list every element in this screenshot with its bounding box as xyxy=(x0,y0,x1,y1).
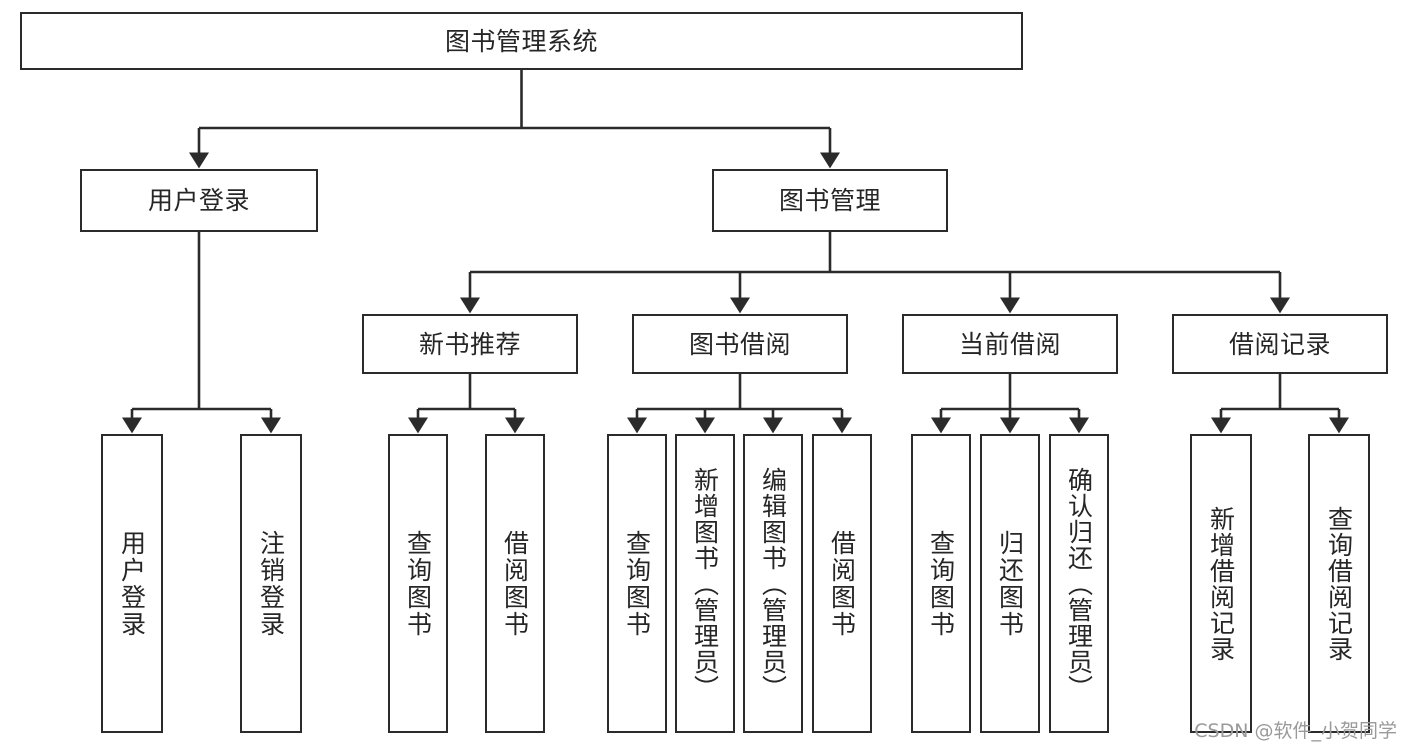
node-user-login-label: 用户登录 xyxy=(147,186,250,215)
node-cb-confirm-return[interactable]: 确认归还（管理员） xyxy=(1049,434,1109,733)
node-br-query-record[interactable]: 查询借阅记录 xyxy=(1308,434,1370,733)
node-cb-query-book-label: 查询图书 xyxy=(926,529,956,638)
node-borrow-record[interactable]: 借阅记录 xyxy=(1172,314,1388,374)
node-user-login-do[interactable]: 用户登录 xyxy=(101,434,163,733)
node-br-add-record-label: 新增借阅记录 xyxy=(1206,505,1236,662)
node-bb-add-book[interactable]: 新增图书（管理员） xyxy=(675,434,735,733)
node-bb-borrow-book-label: 借阅图书 xyxy=(827,529,857,638)
node-book-manage-label: 图书管理 xyxy=(778,186,881,215)
node-cb-return-book-label: 归还图书 xyxy=(995,529,1025,638)
node-current-borrow[interactable]: 当前借阅 xyxy=(902,314,1118,374)
node-root[interactable]: 图书管理系统 xyxy=(20,12,1023,70)
node-bb-query-book[interactable]: 查询图书 xyxy=(607,434,667,733)
node-nbr-borrow-book-label: 借阅图书 xyxy=(500,529,530,638)
node-cb-return-book[interactable]: 归还图书 xyxy=(980,434,1040,733)
node-br-add-record[interactable]: 新增借阅记录 xyxy=(1190,434,1252,733)
node-user-logout[interactable]: 注销登录 xyxy=(240,434,302,733)
node-nbr-query-book-label: 查询图书 xyxy=(403,529,433,638)
node-book-borrow[interactable]: 图书借阅 xyxy=(632,314,848,374)
node-root-label: 图书管理系统 xyxy=(444,26,598,56)
node-br-query-record-label: 查询借阅记录 xyxy=(1324,505,1354,662)
node-user-login-do-label: 用户登录 xyxy=(117,529,147,638)
node-cb-confirm-return-label: 确认归还（管理员） xyxy=(1064,466,1094,701)
node-nbr-borrow-book[interactable]: 借阅图书 xyxy=(485,434,545,733)
node-borrow-record-label: 借阅记录 xyxy=(1228,329,1331,359)
node-cb-query-book[interactable]: 查询图书 xyxy=(911,434,971,733)
node-book-borrow-label: 图书借阅 xyxy=(688,329,791,359)
node-bb-edit-book[interactable]: 编辑图书（管理员） xyxy=(743,434,803,733)
node-nbr-query-book[interactable]: 查询图书 xyxy=(388,434,448,733)
node-user-logout-label: 注销登录 xyxy=(256,529,286,638)
node-bb-query-book-label: 查询图书 xyxy=(622,529,652,638)
node-new-book-recommend-label: 新书推荐 xyxy=(418,329,521,359)
node-new-book-recommend[interactable]: 新书推荐 xyxy=(362,314,578,374)
node-user-login[interactable]: 用户登录 xyxy=(80,169,318,232)
watermark-text: CSDN @软件_小贺同学 xyxy=(1194,720,1397,742)
node-current-borrow-label: 当前借阅 xyxy=(958,329,1061,359)
node-bb-edit-book-label: 编辑图书（管理员） xyxy=(758,466,788,701)
node-bb-add-book-label: 新增图书（管理员） xyxy=(690,466,720,701)
node-bb-borrow-book[interactable]: 借阅图书 xyxy=(812,434,872,733)
node-book-manage[interactable]: 图书管理 xyxy=(712,169,948,232)
